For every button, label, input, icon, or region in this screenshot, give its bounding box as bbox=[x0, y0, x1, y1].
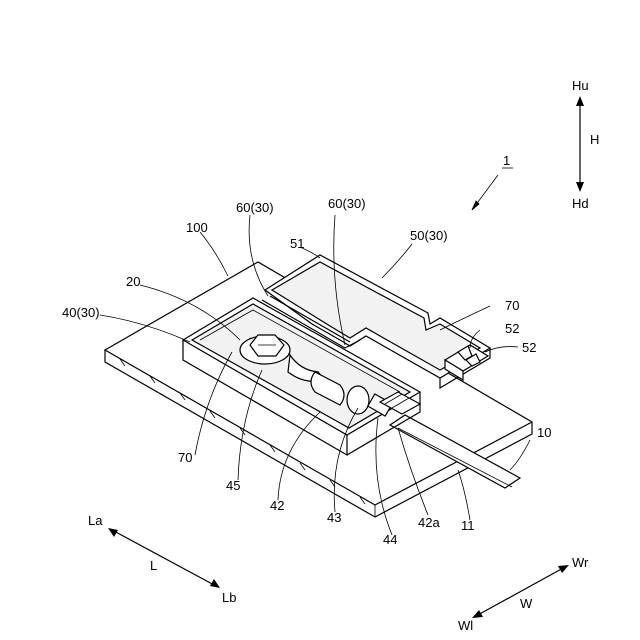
arrow-h bbox=[576, 96, 584, 192]
label-wl: Wl bbox=[458, 618, 473, 633]
label-w: W bbox=[520, 596, 533, 611]
label-1: 1 bbox=[503, 153, 510, 168]
label-lb: Lb bbox=[222, 590, 236, 605]
label-60-30-b: 60(30) bbox=[328, 196, 366, 211]
label-hd: Hd bbox=[572, 196, 589, 211]
label-wr: Wr bbox=[572, 555, 589, 570]
label-10: 10 bbox=[537, 425, 551, 440]
label-100: 100 bbox=[186, 220, 208, 235]
label-60-30-a: 60(30) bbox=[236, 200, 274, 215]
label-42: 42 bbox=[270, 498, 284, 513]
label-hu: Hu bbox=[572, 78, 589, 93]
label-40-30: 40(30) bbox=[62, 305, 100, 320]
label-70-b: 70 bbox=[178, 450, 192, 465]
label-51: 51 bbox=[290, 236, 304, 251]
label-h: H bbox=[590, 132, 599, 147]
label-43: 43 bbox=[327, 510, 341, 525]
label-45: 45 bbox=[226, 478, 240, 493]
label-42a: 42a bbox=[418, 515, 440, 530]
label-52-a: 52 bbox=[505, 321, 519, 336]
label-11: 11 bbox=[461, 518, 475, 533]
label-l: L bbox=[150, 558, 157, 573]
label-52-b: 52 bbox=[522, 340, 536, 355]
arrow-l bbox=[108, 528, 220, 588]
label-la: La bbox=[88, 513, 103, 528]
label-70-a: 70 bbox=[505, 298, 519, 313]
label-50-30: 50(30) bbox=[410, 228, 448, 243]
label-44: 44 bbox=[383, 532, 397, 547]
label-20: 20 bbox=[126, 274, 140, 289]
